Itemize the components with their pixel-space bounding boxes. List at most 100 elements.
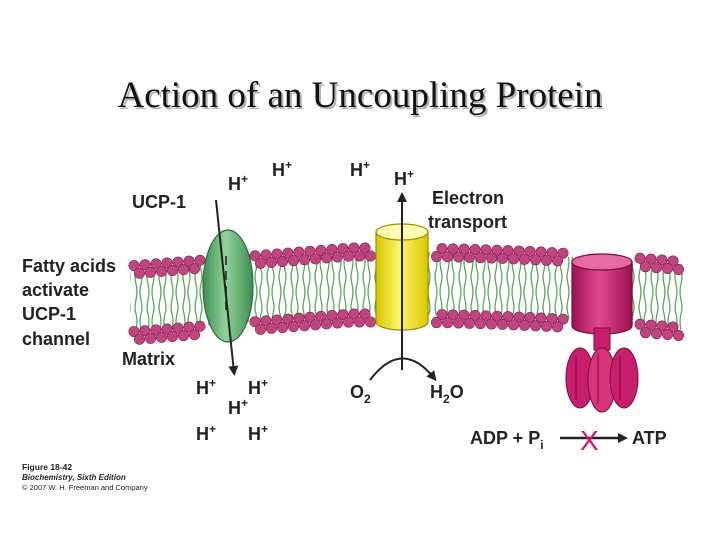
lipid-head: [656, 254, 668, 266]
lipid-head: [134, 267, 146, 279]
ucp1-label: UCP-1: [132, 192, 186, 212]
lipid-head: [309, 253, 321, 265]
lipid-head: [359, 308, 371, 320]
svg-text:Fatty acids: Fatty acids: [22, 256, 116, 276]
lipid-head: [320, 252, 332, 264]
lipid-head: [364, 250, 376, 262]
lipid-head: [639, 261, 651, 273]
lipid-head: [260, 315, 272, 327]
lipid-head: [293, 312, 305, 324]
atp-synthase: [565, 253, 639, 413]
lipid-head: [353, 316, 365, 328]
electron-transport-label-line2: transport: [428, 212, 507, 232]
lipid-head: [496, 252, 508, 264]
lipid-head: [271, 248, 283, 260]
lipid-head: [150, 258, 162, 270]
lipid-head: [167, 265, 179, 277]
lipid-head: [540, 320, 552, 332]
lipid-head: [480, 244, 492, 256]
lipid-heads-inner: [128, 308, 684, 345]
lipid-head: [430, 251, 442, 263]
lipid-head: [298, 254, 310, 266]
lipid-head: [502, 245, 514, 257]
lipid-head: [128, 260, 140, 272]
lipid-head: [645, 319, 657, 331]
lipid-head: [474, 252, 486, 264]
lipid-head: [452, 317, 464, 329]
lipid-head: [540, 254, 552, 266]
proton-label: H+: [394, 167, 414, 189]
lipid-head: [529, 320, 541, 332]
lipid-head: [518, 319, 530, 331]
lipid-head: [320, 318, 332, 330]
proton-labels-outer: H+ H+ H+ H+: [228, 158, 414, 194]
lipid-head: [667, 321, 679, 333]
lipid-head: [178, 264, 190, 276]
slide-title: Action of an Uncoupling Protein: [117, 75, 603, 116]
lipid-head: [502, 311, 514, 323]
lipid-head: [255, 257, 267, 269]
proton-labels-matrix: H+ H+ H+ H+ H+: [196, 376, 268, 444]
fatty-acids-label: Fatty acids activate UCP-1 channel: [22, 256, 116, 349]
lipid-head: [634, 318, 646, 330]
lipid-head: [529, 254, 541, 266]
lipid-head: [557, 313, 569, 325]
lipid-head: [183, 255, 195, 267]
lipid-head: [331, 251, 343, 263]
lipid-head: [172, 322, 184, 334]
lipid-head: [326, 309, 338, 321]
lipid-head: [634, 252, 646, 264]
lipid-head: [161, 323, 173, 335]
lipid-head: [156, 265, 168, 277]
lipid-head: [265, 256, 277, 268]
proton-label: H+: [272, 158, 292, 180]
lipid-head: [348, 242, 360, 254]
proton-label: H+: [228, 172, 248, 194]
lipid-head: [189, 263, 201, 275]
lipid-head: [507, 319, 519, 331]
lipid-head: [304, 311, 316, 323]
lipid-head: [134, 333, 146, 345]
lipid-head: [458, 243, 470, 255]
lipid-heads-outer: [128, 242, 684, 279]
svg-text:activate: activate: [22, 280, 89, 300]
lipid-head: [447, 309, 459, 321]
lipid-head: [513, 245, 525, 257]
lipid-head: [156, 331, 168, 343]
figure-caption: Figure 18-42 Biochemistry, Sixth Edition…: [22, 462, 148, 492]
matrix-label: Matrix: [122, 349, 175, 369]
lipid-head: [194, 320, 206, 332]
svg-text:© 2007 W. H. Freeman and Compa: © 2007 W. H. Freeman and Company: [22, 483, 148, 492]
lipid-head: [551, 255, 563, 267]
lipid-head: [645, 253, 657, 265]
lipid-head: [557, 247, 569, 259]
lipid-head: [265, 322, 277, 334]
proton-label: H+: [228, 396, 248, 418]
lipid-head: [507, 253, 519, 265]
svg-text:UCP-1: UCP-1: [22, 304, 76, 324]
lipid-head: [172, 256, 184, 268]
lipid-head: [546, 313, 558, 325]
lipid-head: [469, 243, 481, 255]
proton-label: H+: [248, 422, 268, 444]
lipid-head: [167, 331, 179, 343]
lipid-head: [474, 318, 486, 330]
lipid-head: [656, 320, 668, 332]
lipid-head: [430, 317, 442, 329]
lipid-head: [524, 312, 536, 324]
lipid-head: [447, 243, 459, 255]
lipid-head: [255, 323, 267, 335]
lipid-head: [469, 309, 481, 321]
lipid-head: [178, 330, 190, 342]
lipid-head: [546, 247, 558, 259]
lipid-head: [271, 314, 283, 326]
lipid-head: [249, 316, 261, 328]
ucp1-proton-arrow: [215, 199, 239, 376]
lipid-head: [183, 321, 195, 333]
lipid-head: [359, 242, 371, 254]
electron-transport-label-line1: Electron: [432, 188, 504, 208]
lipid-head: [485, 318, 497, 330]
lipid-head: [364, 316, 376, 328]
